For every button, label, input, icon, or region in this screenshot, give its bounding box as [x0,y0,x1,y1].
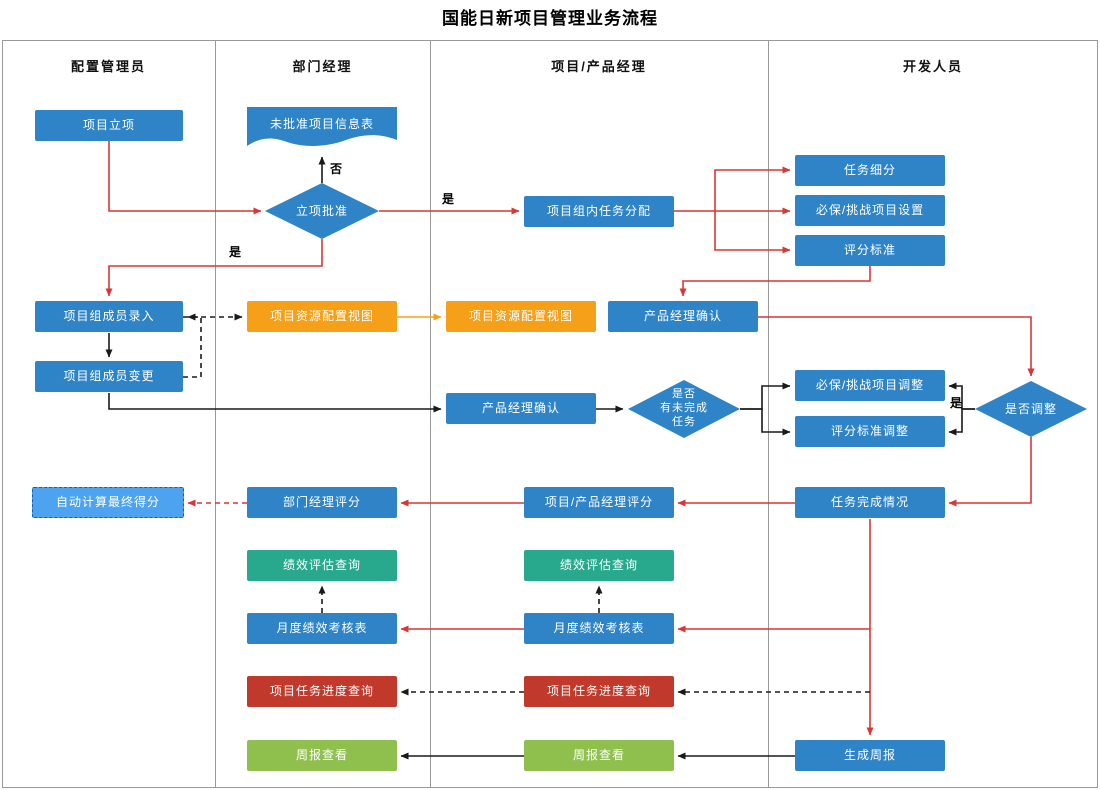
node-resource-view-pm: 项目资源配置视图 [446,301,596,332]
diagram-frame [2,40,1098,788]
lane-header-config-admin: 配置管理员 [70,59,146,74]
node-must-challenge-adjust: 必保/挑战项目调整 [795,370,945,401]
node-dept-manager-score: 部门经理评分 [247,487,397,518]
edge-label-yes-member: 是 [229,245,242,259]
lane-divider [430,40,431,788]
node-pm-confirm-top: 产品经理确认 [608,301,758,332]
node-task-progress-query-dept: 项目任务进度查询 [247,676,397,707]
diagram-title: 国能日新项目管理业务流程 [442,9,658,28]
document-shape-icon [247,107,397,146]
lane-divider [215,40,216,788]
node-task-assignment: 项目组内任务分配 [524,196,674,227]
node-weekly-report-view-dept: 周报查看 [247,740,397,771]
node-task-breakdown: 任务细分 [795,155,945,186]
edge-label-yes-task: 是 [442,192,455,206]
node-scoring-standard: 评分标准 [795,235,945,266]
node-scoring-adjust: 评分标准调整 [795,416,945,447]
node-member-change: 项目组成员变更 [35,361,183,392]
lane-header-developers: 开发人员 [902,59,963,74]
node-project-initiation: 项目立项 [35,110,183,141]
node-monthly-perf-pm: 月度绩效考核表 [524,613,674,644]
edge-label-no: 否 [330,162,343,176]
lane-divider [768,40,769,788]
lane-header-project-manager: 项目/产品经理 [551,59,647,74]
node-generate-weekly-report: 生成周报 [795,740,945,771]
node-weekly-report-view-pm: 周报查看 [524,740,674,771]
node-auto-final-score: 自动计算最终得分 [32,487,184,518]
edge-label-yes-adjust: 是 [950,396,963,410]
node-pm-confirm-mid: 产品经理确认 [446,393,596,424]
node-task-progress-query-pm: 项目任务进度查询 [524,676,674,707]
node-label: 未批准项目信息表 [269,117,374,132]
node-perf-eval-query-pm: 绩效评估查询 [524,550,674,581]
lane-header-dept-manager: 部门经理 [292,59,353,74]
node-member-entry: 项目组成员录入 [35,301,183,332]
node-task-completion: 任务完成情况 [795,487,945,518]
node-resource-view-dept: 项目资源配置视图 [247,301,397,332]
node-must-challenge-setup: 必保/挑战项目设置 [795,195,945,226]
node-unapproved-project-info: 未批准项目信息表 [247,107,397,152]
node-perf-eval-query-dept: 绩效评估查询 [247,550,397,581]
node-monthly-perf-dept: 月度绩效考核表 [247,613,397,644]
node-pm-score: 项目/产品经理评分 [524,487,674,518]
